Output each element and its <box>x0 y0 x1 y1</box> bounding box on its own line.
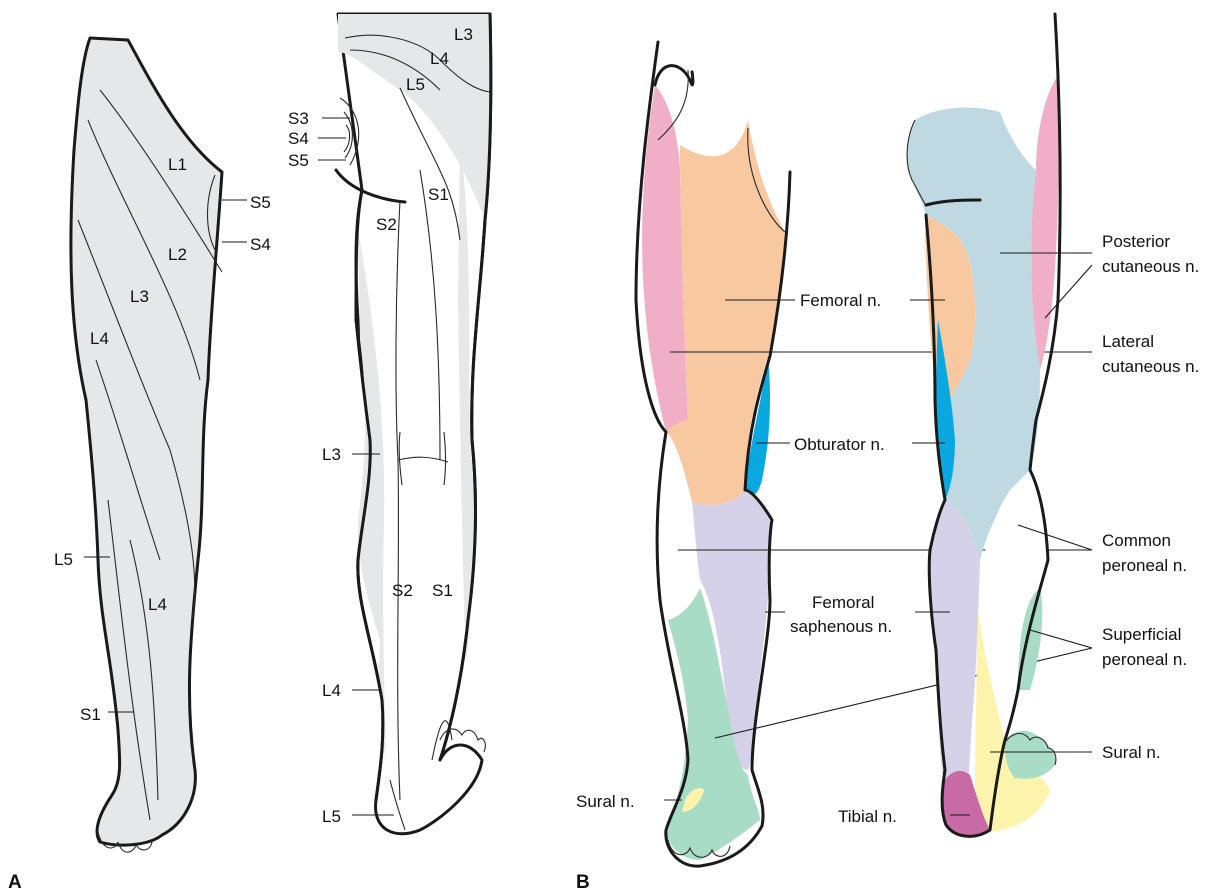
label-a-ant-s4: S4 <box>250 235 271 254</box>
label-a-ant-l4-lower: L4 <box>148 595 167 614</box>
label-a-post-s4: S4 <box>288 129 309 148</box>
label-femoral-saphenous-2: saphenous n. <box>790 617 892 636</box>
label-a-ant-l1: L1 <box>168 155 187 174</box>
label-common-peroneal-2: peroneal n. <box>1102 556 1187 575</box>
label-a-post-s5: S5 <box>288 151 309 170</box>
label-femoral: Femoral n. <box>800 291 881 310</box>
b-post-foot-superficial-region <box>1005 731 1056 779</box>
label-superficial-peroneal-1: Superficial <box>1102 625 1181 644</box>
panel-b-posterior-leg <box>907 14 1092 836</box>
panel-b-letter: B <box>576 872 590 892</box>
label-a-post-l5-lower: L5 <box>322 807 341 826</box>
label-femoral-saphenous-1: Femoral <box>812 593 874 612</box>
b-ant-thigh-top <box>655 66 693 85</box>
label-lateral-cutaneous-1: Lateral <box>1102 332 1154 351</box>
label-a-post-s2-upper: S2 <box>376 215 397 234</box>
label-sural-left: Sural n. <box>576 792 635 811</box>
label-a-post-s3: S3 <box>288 109 309 128</box>
label-lateral-cutaneous-2: cutaneous n. <box>1102 357 1199 376</box>
label-a-post-s1-lower: S1 <box>432 581 453 600</box>
label-a-ant-s5: S5 <box>250 193 271 212</box>
label-superficial-peroneal-2: peroneal n. <box>1102 650 1187 669</box>
label-a-post-l4-lower: L4 <box>322 681 341 700</box>
label-a-ant-l3: L3 <box>130 287 149 306</box>
label-sural-right: Sural n. <box>1102 743 1161 762</box>
panel-a-anterior-leg: L1 L2 L3 L4 L5 L4 S1 S5 S4 <box>54 38 271 852</box>
b-ant-lateral-cutaneous-region <box>642 85 688 432</box>
label-posterior-cutaneous-1: Posterior <box>1102 232 1170 251</box>
label-a-ant-l2: L2 <box>168 245 187 264</box>
label-a-post-l3: L3 <box>454 25 473 44</box>
label-a-ant-l4: L4 <box>90 329 109 348</box>
label-a-ant-s1: S1 <box>80 705 101 724</box>
label-a-post-s2-lower: S2 <box>392 581 413 600</box>
label-a-ant-l5: L5 <box>54 550 73 569</box>
label-a-post-l3-lower: L3 <box>322 445 341 464</box>
anterior-leg-silhouette <box>71 38 222 845</box>
label-obturator: Obturator n. <box>794 435 885 454</box>
label-a-post-s1-upper: S1 <box>428 185 449 204</box>
panel-a-letter: A <box>8 872 22 892</box>
label-common-peroneal-1: Common <box>1102 531 1171 550</box>
label-posterior-cutaneous-2: cutaneous n. <box>1102 257 1199 276</box>
panel-a-posterior-leg: L3 L4 L5 S3 S4 S5 S1 S2 L3 S2 S1 L4 L5 <box>288 14 491 834</box>
label-a-post-l5: L5 <box>406 75 425 94</box>
label-tibial: Tibial n. <box>838 807 897 826</box>
label-a-post-l4: L4 <box>430 49 449 68</box>
